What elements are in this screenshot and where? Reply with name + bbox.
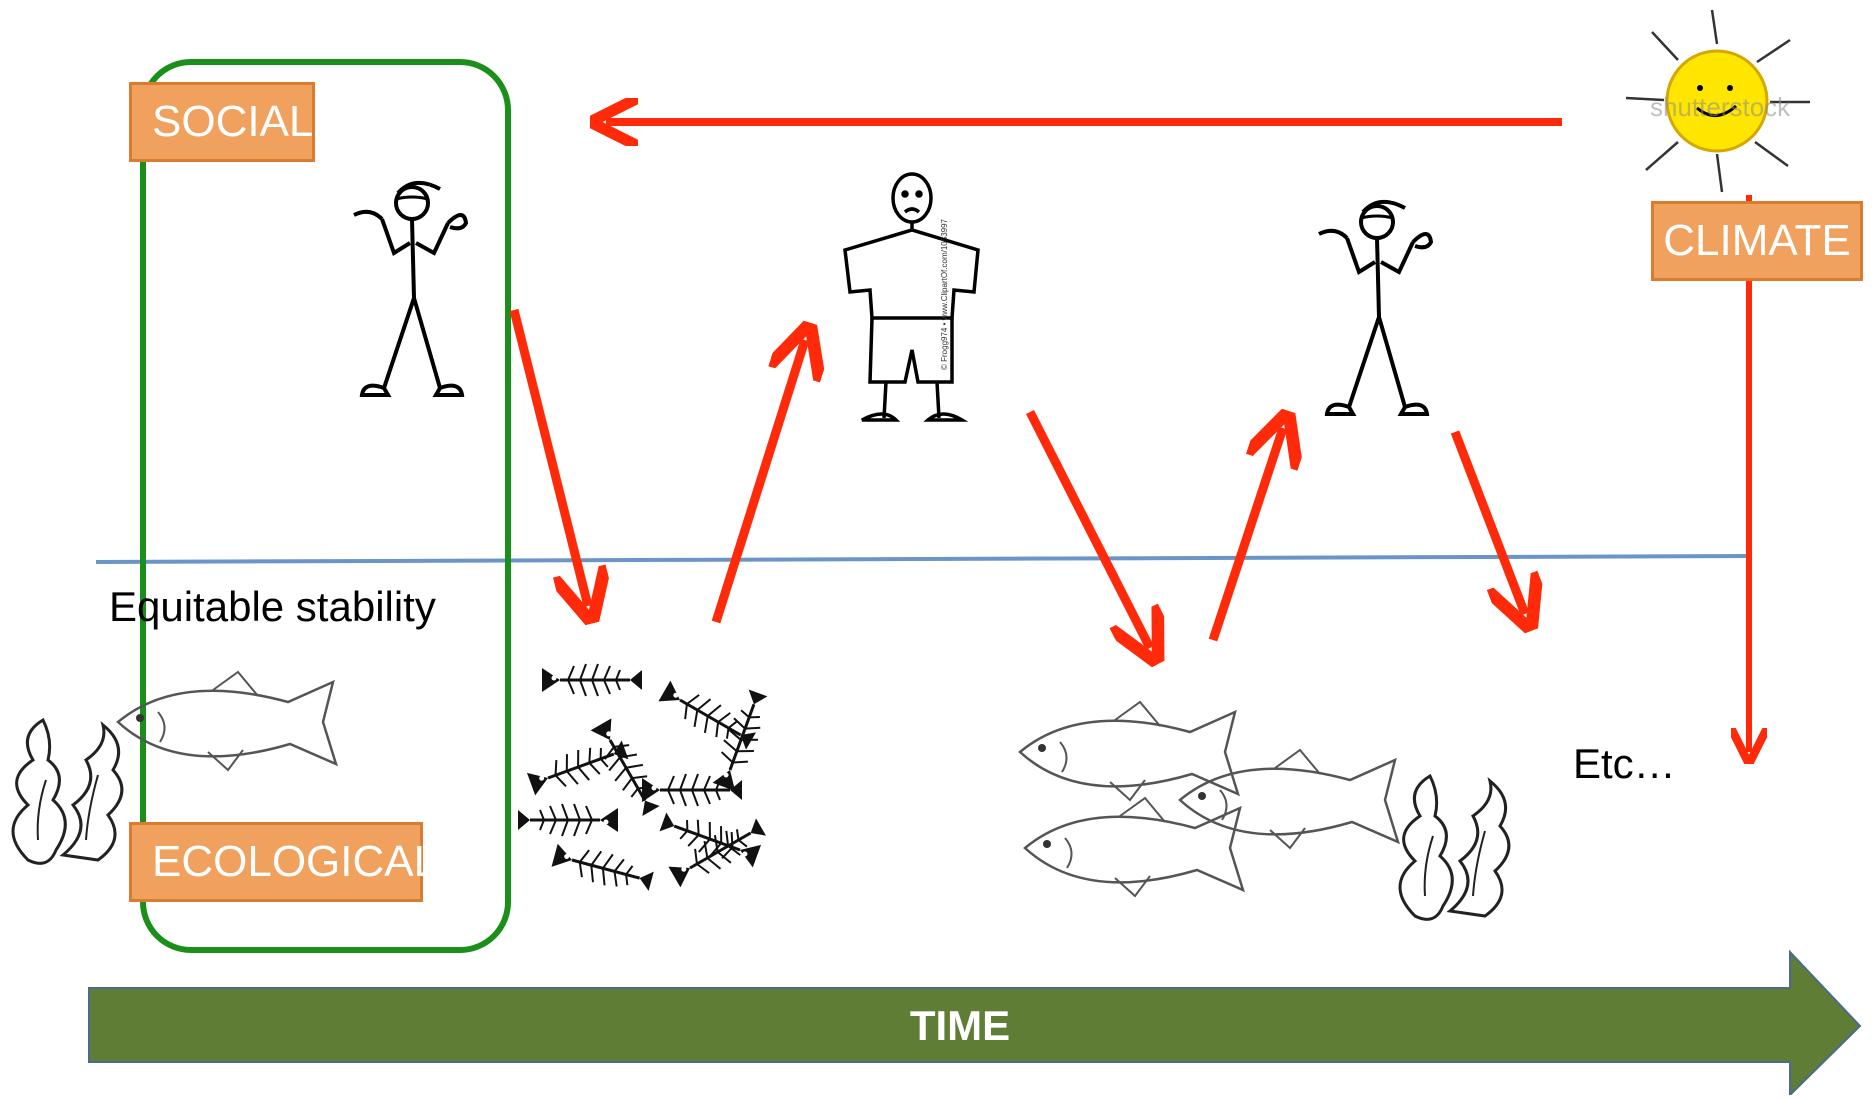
- sad-figure-icon: [843, 172, 980, 422]
- arrow-social-to-eco-1: [509, 308, 588, 606]
- equitable-stability-caption: Equitable stability: [109, 583, 436, 630]
- equitable-stability-line: [95, 554, 1753, 564]
- clipart-credit: © Frogg974 • www.ClipartOf.com/1053997: [940, 219, 949, 370]
- stick-figure-icon: [352, 180, 468, 397]
- seaweed-icon: [11, 718, 124, 865]
- stability-frame: [140, 59, 511, 953]
- ecological-label: ECOLOGICAL: [129, 822, 438, 902]
- time-label: TIME: [909, 1002, 1011, 1049]
- sun-icon: [1625, 9, 1810, 193]
- fish-icon: [1018, 700, 1240, 802]
- watermark-text: shutterstock: [1650, 92, 1791, 122]
- fish-icon: [116, 670, 338, 772]
- time-arrow: [88, 949, 1862, 1098]
- climate-label: CLIMATE: [1651, 201, 1863, 281]
- arrow-social-to-eco-3: [1450, 430, 1525, 614]
- fish-icon: [1023, 796, 1245, 898]
- etc-caption: Etc…: [1573, 740, 1676, 787]
- arrow-eco-to-social-2: [1208, 428, 1283, 642]
- fish-skeleton-icon: [516, 662, 775, 899]
- stick-figure-icon: [1317, 199, 1433, 416]
- seaweed-icon: [1398, 774, 1511, 921]
- fish-icon: [1178, 748, 1400, 850]
- arrow-eco-to-social-1: [711, 340, 805, 624]
- arrow-social-to-eco-2: [1025, 409, 1150, 648]
- social-label: SOCIAL: [129, 82, 315, 162]
